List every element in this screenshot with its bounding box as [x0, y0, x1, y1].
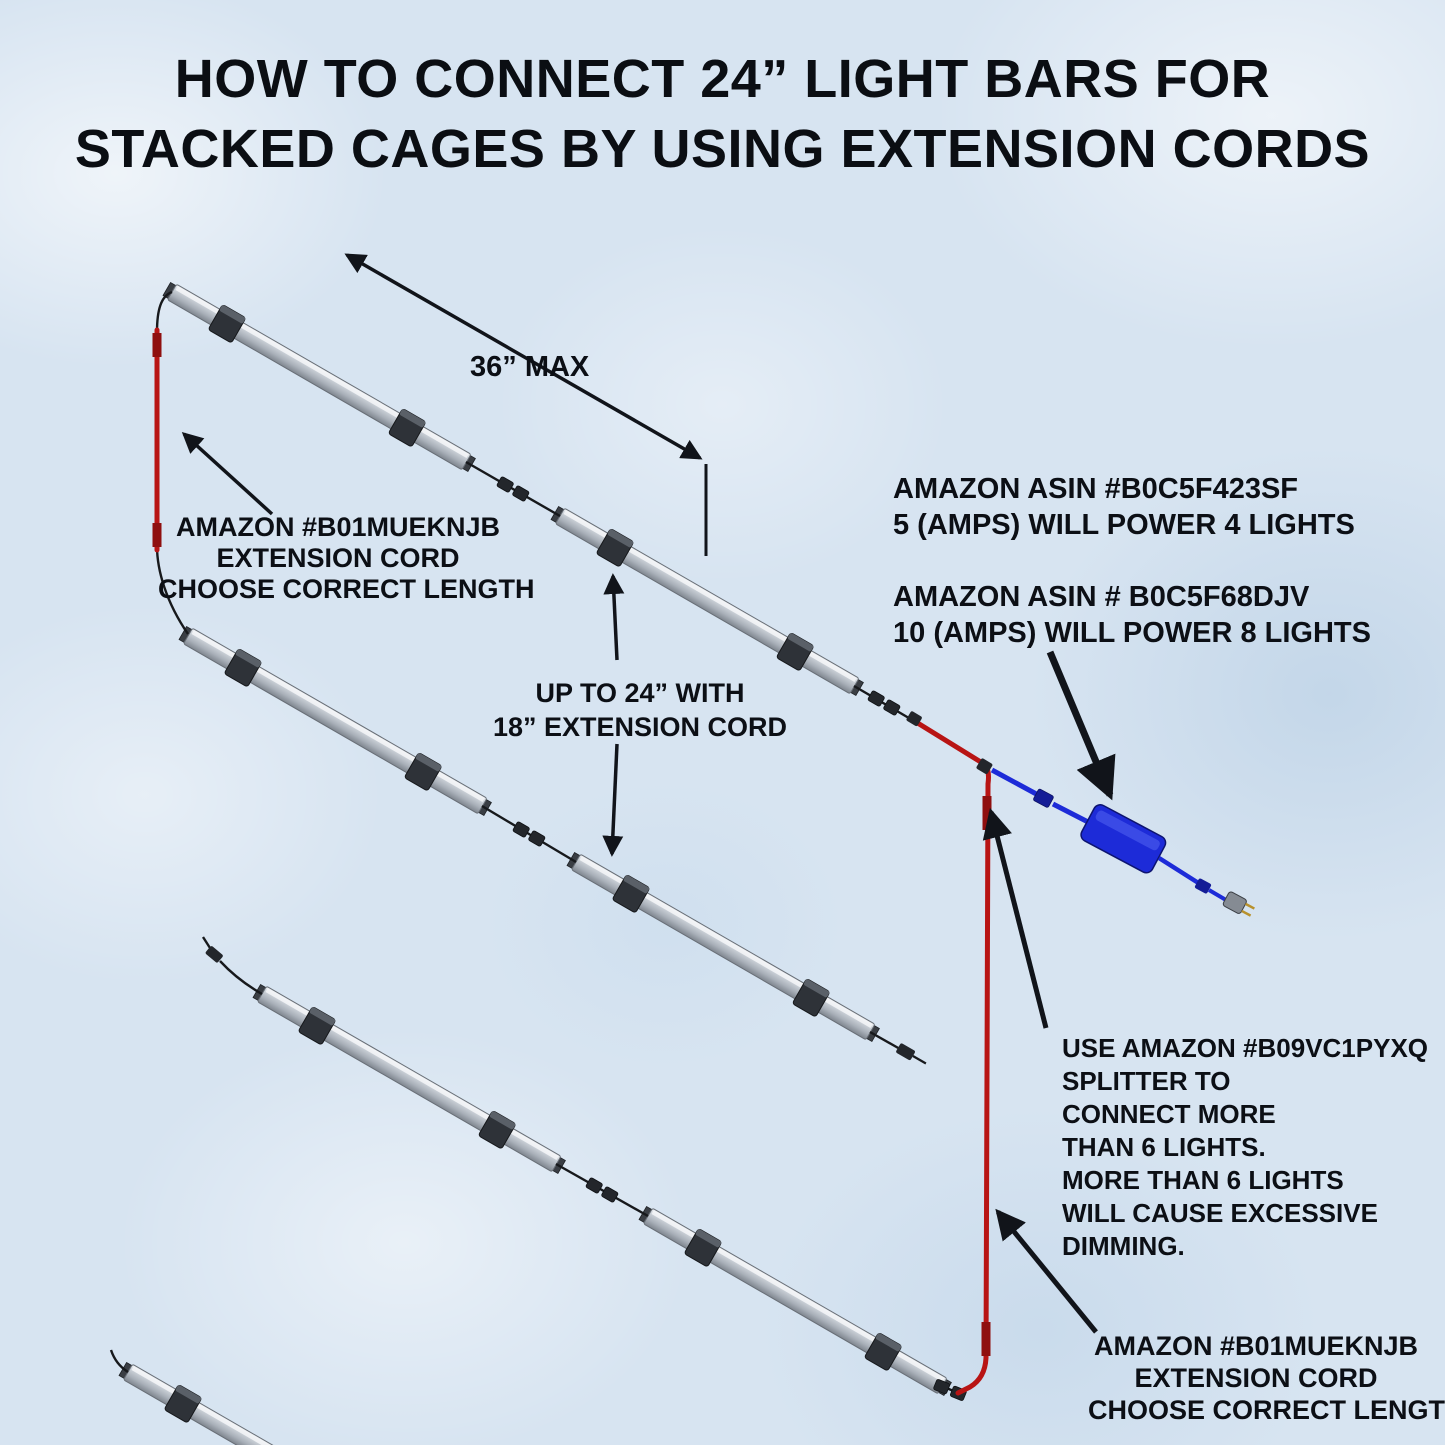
label-psu-5amp: AMAZON ASIN #B0C5F423SF 5 (AMPS) WILL PO…	[893, 471, 1355, 543]
label-36-max: 36” MAX	[470, 351, 590, 383]
label-line: CHOOSE CORRECT LENGTH	[1088, 1395, 1445, 1425]
label-line: 5 (AMPS) WILL POWER 4 LIGHTS	[893, 509, 1355, 541]
power-adapter	[990, 767, 1255, 917]
label-right-extension-cord: AMAZON #B01MUEKNJB EXTENSION CORD CHOOSE…	[1088, 1330, 1445, 1426]
label-psu-10amp: AMAZON ASIN # B0C5F68DJV 10 (AMPS) WILL …	[893, 579, 1371, 651]
label-line: MORE THAN 6 LIGHTS	[1062, 1165, 1344, 1195]
label-line: 18” EXTENSION CORD	[492, 712, 788, 742]
dimension-arrow-36-max	[344, 253, 703, 460]
power-plug-icon	[1222, 891, 1255, 917]
label-line: 10 (AMPS) WILL POWER 8 LIGHTS	[893, 617, 1371, 649]
annotation-arrows	[181, 253, 1116, 1334]
light-bar	[159, 275, 480, 479]
extension-cord-right	[906, 711, 993, 1396]
light-bar	[249, 977, 570, 1181]
arrow-power-adapter	[1046, 650, 1116, 801]
plug-start-icon	[205, 946, 223, 963]
light-bars	[115, 275, 956, 1445]
cable-joints	[205, 475, 968, 1402]
light-bar	[635, 1199, 956, 1403]
connector-wires	[109, 290, 959, 1395]
arrow-right-extension-cord	[995, 1208, 1098, 1334]
light-bar	[563, 845, 884, 1049]
cable-joint	[1194, 878, 1212, 894]
label-line: EXTENSION CORD	[216, 543, 460, 573]
label-line: AMAZON ASIN #B0C5F423SF	[893, 473, 1299, 505]
splitter-junction	[976, 758, 993, 775]
label-line: AMAZON #B01MUEKNJB	[1093, 1331, 1419, 1361]
label-line: THAN 6 LIGHTS.	[1062, 1132, 1266, 1162]
page-title: HOW TO CONNECT 24” LIGHT BARS FOR STACKE…	[0, 44, 1445, 184]
label-line: AMAZON #B01MUEKNJB	[175, 512, 501, 542]
label-18in-extension: UP TO 24” WITH 18” EXTENSION CORD	[480, 676, 800, 744]
light-bar	[115, 1355, 436, 1445]
cord-plug	[906, 711, 922, 727]
arrow-splitter	[982, 807, 1049, 1029]
label-line: UP TO 24” WITH	[535, 678, 745, 708]
label-line: EXTENSION CORD	[1134, 1363, 1378, 1393]
cable-joint	[1033, 788, 1054, 808]
label-line: DIMMING.	[1062, 1231, 1185, 1261]
label-line: CONNECT MORE	[1062, 1099, 1276, 1129]
label-left-extension-cord: AMAZON #B01MUEKNJB EXTENSION CORD CHOOSE…	[158, 512, 535, 605]
arrow-left-extension-cord	[181, 432, 274, 516]
light-bar	[175, 619, 496, 823]
title-line: HOW TO CONNECT 24” LIGHT BARS FOR	[174, 49, 1271, 109]
label-line: CHOOSE CORRECT LENGTH	[158, 574, 535, 604]
label-line: AMAZON ASIN # B0C5F68DJV	[893, 581, 1310, 613]
adapter-body	[1080, 804, 1167, 874]
label-line: USE AMAZON #B09VC1PYXQ	[1062, 1033, 1429, 1063]
label-line: WILL CAUSE EXCESSIVE	[1062, 1198, 1378, 1228]
label-line: SPLITTER TO	[1062, 1066, 1231, 1096]
plug-end-icon	[896, 1043, 927, 1065]
arrow-up-24in	[603, 573, 625, 661]
label-splitter: USE AMAZON #B09VC1PYXQ SPLITTER TO CONNE…	[1062, 1032, 1428, 1263]
title-line: STACKED CAGES BY USING EXTENSION CORDS	[74, 119, 1371, 180]
arrow-down-24in	[602, 743, 624, 857]
